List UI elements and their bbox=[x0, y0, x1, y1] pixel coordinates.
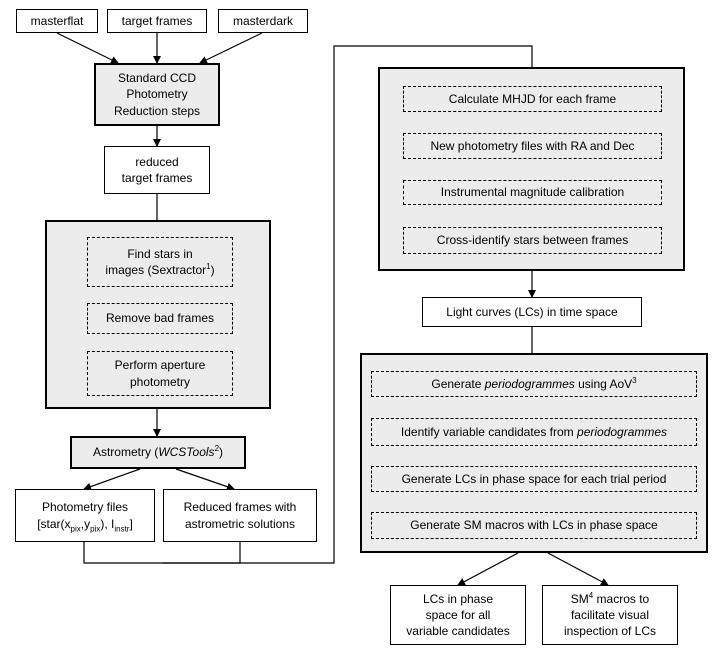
reduced-astrometric-box: Reduced frames with astrometric solution… bbox=[163, 489, 317, 542]
reduced-target-frames-box: reduced target frames bbox=[104, 146, 210, 194]
route-left-to-right bbox=[83, 542, 241, 564]
arrow-panel-to-lcs-phase bbox=[457, 552, 519, 586]
mhjd-label: Calculate MHJD for each frame bbox=[448, 91, 617, 106]
masterflat-box: masterflat bbox=[16, 9, 98, 33]
target-frames-box: target frames bbox=[107, 9, 207, 33]
photometry-files-line-2: [star(xpix,ypix), Iinstr] bbox=[37, 516, 133, 533]
ccd-line-3: Reduction steps bbox=[113, 103, 201, 118]
arrow-masterdark-to-ccd bbox=[199, 32, 263, 64]
route-up-and-over bbox=[162, 45, 536, 564]
identify-candidates-label: Identify variable candidates from period… bbox=[400, 424, 668, 439]
remove-bad-frames-step: Remove bad frames bbox=[87, 303, 233, 334]
sm-macros-label: Generate SM macros with LCs in phase spa… bbox=[410, 518, 658, 533]
find-stars-line-1: Find stars in bbox=[127, 246, 193, 261]
arrow-astrometry-to-reducedframes bbox=[175, 468, 235, 491]
reduced-line-1: reduced bbox=[135, 154, 179, 169]
cross-identify-step: Cross-identify stars between frames bbox=[403, 227, 662, 254]
lcs-phase-output-box: LCs in phase space for all variable cand… bbox=[390, 585, 526, 645]
astrometry-label: Astrometry (WCSTools2) bbox=[92, 444, 224, 460]
phase-lcs-label: Generate LCs in phase space for each tri… bbox=[401, 471, 667, 486]
ccd-line-1: Standard CCD bbox=[117, 71, 197, 86]
masterdark-label: masterdark bbox=[232, 13, 294, 28]
light-curves-label: Light curves (LCs) in time space bbox=[446, 304, 618, 319]
ccd-line-2: Photometry bbox=[126, 87, 188, 102]
reduced-line-2: target frames bbox=[121, 171, 193, 185]
mhjd-step: Calculate MHJD for each frame bbox=[403, 86, 662, 112]
ccd-reduction-box: Standard CCD Photometry Reduction steps bbox=[94, 63, 220, 126]
source-extraction-panel bbox=[45, 220, 271, 409]
lcs-phase-line-1: LCs in phase bbox=[422, 591, 494, 606]
photometry-files-line-1: Photometry files bbox=[41, 500, 129, 515]
periodogrammes-step: Generate periodogrammes using AoV3 bbox=[371, 371, 697, 397]
sm-macros-step: Generate SM macros with LCs in phase spa… bbox=[371, 512, 697, 539]
reduced-astrometric-line-2: astrometric solutions bbox=[184, 516, 296, 531]
remove-bad-label: Remove bad frames bbox=[105, 311, 215, 326]
sm-output-line-1: SM4 macros to bbox=[570, 590, 650, 606]
target-frames-label: target frames bbox=[121, 13, 193, 28]
calibration-label: Instrumental magnitude calibration bbox=[440, 185, 625, 200]
reduced-astrometric-line-1: Reduced frames with bbox=[183, 500, 297, 515]
phase-lcs-step: Generate LCs in phase space for each tri… bbox=[371, 466, 697, 492]
lcs-phase-line-2: space for all bbox=[425, 607, 491, 622]
find-stars-step: Find stars in images (Sextractor1) bbox=[87, 237, 233, 287]
arrow-astrometry-to-photfiles bbox=[83, 468, 141, 491]
time-calibration-panel bbox=[378, 67, 685, 271]
ra-dec-step: New photometry files with RA and Dec bbox=[403, 133, 662, 159]
periodogrammes-label: Generate periodogrammes using AoV3 bbox=[431, 375, 637, 391]
calibration-step: Instrumental magnitude calibration bbox=[403, 180, 662, 205]
astrometry-box: Astrometry (WCSTools2) bbox=[70, 436, 246, 469]
aperture-line-1: Perform aperture bbox=[114, 358, 206, 373]
cross-identify-label: Cross-identify stars between frames bbox=[436, 233, 629, 248]
identify-candidates-step: Identify variable candidates from period… bbox=[371, 418, 697, 446]
aperture-line-2: photometry bbox=[129, 374, 191, 389]
masterflat-label: masterflat bbox=[30, 13, 84, 28]
light-curves-box: Light curves (LCs) in time space bbox=[422, 297, 642, 327]
period-search-panel bbox=[360, 353, 708, 553]
lcs-phase-line-3: variable candidates bbox=[406, 624, 510, 639]
arrow-masterflat-to-ccd bbox=[56, 32, 119, 64]
find-stars-line-2: images (Sextractor1) bbox=[105, 262, 215, 278]
sm-macros-output-box: SM4 macros to facilitate visual inspecti… bbox=[542, 585, 678, 645]
masterdark-box: masterdark bbox=[218, 9, 308, 33]
aperture-photometry-step: Perform aperture photometry bbox=[87, 351, 233, 396]
photometry-files-box: Photometry files [star(xpix,ypix), Iinst… bbox=[15, 489, 155, 542]
ra-dec-label: New photometry files with RA and Dec bbox=[430, 138, 635, 153]
arrow-panel-to-sm-macros bbox=[547, 552, 609, 586]
sm-output-line-2: facilitate visual bbox=[570, 607, 650, 622]
sm-output-line-3: inspection of LCs bbox=[563, 624, 657, 639]
